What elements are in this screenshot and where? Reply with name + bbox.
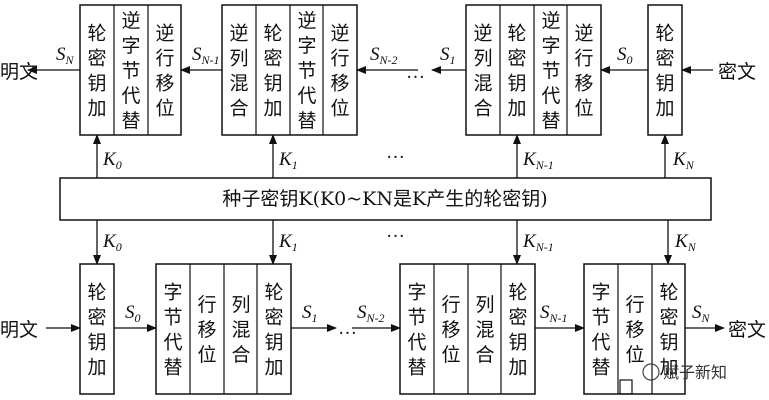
key-label-KN-bottom: KN xyxy=(674,231,697,254)
ciphertext-label-top: 密文 xyxy=(718,61,756,83)
bottom-g2-mix-columns: 列混合 xyxy=(231,294,250,366)
top-g2-inv-shift-rows: 逆行移位 xyxy=(330,23,349,120)
top-g3-inv-mix-columns: 逆列混合 xyxy=(473,23,492,120)
watermark: 赋子新知 xyxy=(642,363,727,382)
signal-SN-1-top: SN-1 xyxy=(192,44,220,67)
top-g3-inv-sub-bytes: 逆字节代替 xyxy=(541,10,560,132)
bottom-g2-add-round-key: 轮密钥加 xyxy=(264,282,283,379)
ellipsis-top: … xyxy=(406,62,425,83)
signal-SN-top: SN xyxy=(56,44,75,67)
dots-top: ··· xyxy=(386,147,405,168)
key-label-KN-top: KN xyxy=(672,149,695,172)
key-label-K0-bottom: K0 xyxy=(102,231,122,254)
bottom-g4-shift-rows: 行移位 xyxy=(625,294,644,366)
seed-key-box xyxy=(59,177,712,221)
top-g2-add-round-key: 轮密钥加 xyxy=(263,23,282,120)
top-g2-inv-sub-bytes: 逆字节代替 xyxy=(297,10,316,132)
watermark-text: 赋子新知 xyxy=(663,363,727,382)
top-g3-inv-shift-rows: 逆行移位 xyxy=(574,23,593,120)
bottom-g2-shift-rows: 行移位 xyxy=(197,294,216,366)
bottom-g3-sub-bytes: 字节代替 xyxy=(407,282,426,379)
key-label-K1-top: K1 xyxy=(278,149,298,172)
signal-SN-2-bottom: SN-2 xyxy=(357,302,385,325)
key-label-K1-bottom: K1 xyxy=(278,231,298,254)
corner-mark xyxy=(619,379,633,395)
bottom-g4-sub-bytes: 字节代替 xyxy=(591,282,610,379)
ellipsis-bottom: … xyxy=(338,318,357,339)
dots-bottom: ··· xyxy=(386,226,405,247)
top-g1-inv-shift-rows: 逆行移位 xyxy=(155,23,174,120)
key-label-KN-1-top: KN-1 xyxy=(522,149,554,172)
bottom-g3-shift-rows: 行移位 xyxy=(441,294,460,366)
top-g2-inv-mix-columns: 逆列混合 xyxy=(229,23,248,120)
bottom-g3-add-round-key: 轮密钥加 xyxy=(508,282,527,379)
seed-key-text: 种子密钥K(K0~KN是K产生的轮密钥) xyxy=(222,188,547,210)
top-g4-add-round-key: 轮密钥加 xyxy=(655,23,674,120)
ciphertext-label-bottom: 密文 xyxy=(728,319,766,341)
signal-S1-top: S1 xyxy=(440,44,456,67)
bottom-g2-sub-bytes: 字节代替 xyxy=(163,282,182,379)
signal-S0-top: S0 xyxy=(617,44,633,67)
plaintext-label-bottom: 明文 xyxy=(0,319,38,341)
bottom-g4-add-round-key: 轮密钥加 xyxy=(659,282,678,379)
top-g1-inv-sub-bytes: 逆字节代替 xyxy=(121,10,140,132)
top-g1-add-round-key: 轮密钥加 xyxy=(87,23,106,120)
key-label-KN-1-bottom: KN-1 xyxy=(522,231,554,254)
signal-SN-2-top: SN-2 xyxy=(370,44,398,67)
signal-S1-bottom: S1 xyxy=(302,302,318,325)
signal-SN-bottom: SN xyxy=(692,302,711,325)
key-label-K0-top: K0 xyxy=(102,149,122,172)
signal-S0-bottom: S0 xyxy=(125,302,141,325)
top-g3-add-round-key: 轮密钥加 xyxy=(507,23,526,120)
bottom-g3-mix-columns: 列混合 xyxy=(475,294,494,366)
watermark-logo-icon xyxy=(642,363,660,381)
bottom-g1-add-round-key: 轮密钥加 xyxy=(87,282,106,379)
plaintext-label-top: 明文 xyxy=(0,61,38,83)
cell-labels: 轮密钥加逆字节代替逆行移位逆列混合轮密钥加逆字节代替逆行移位逆列混合轮密钥加逆字… xyxy=(87,10,678,379)
signal-SN-1-bottom: SN-1 xyxy=(540,302,568,325)
